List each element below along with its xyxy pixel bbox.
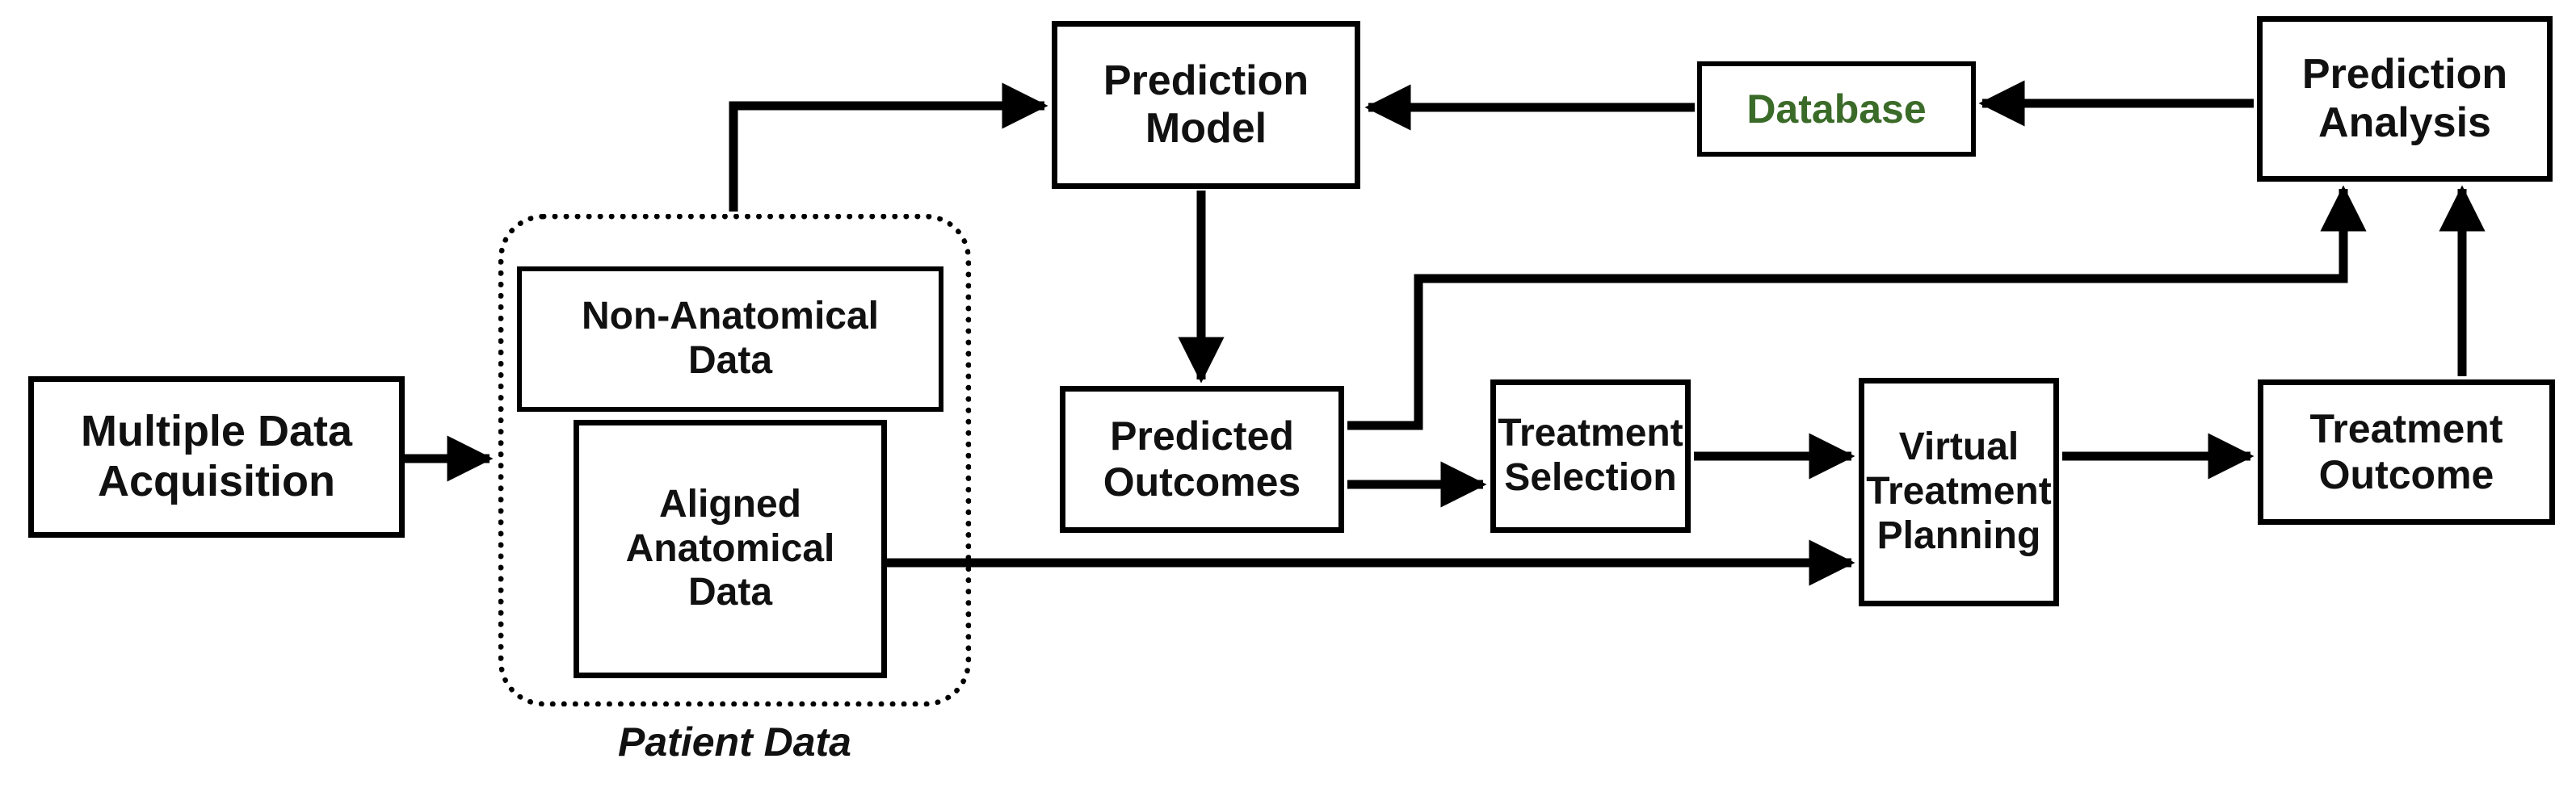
node-treatment-outcome-label: Treatment Outcome [2309,406,2503,497]
node-predicted-outcomes-label: Predicted Outcomes [1103,413,1301,505]
node-multiple-data-acquisition[interactable]: Multiple Data Acquisition [28,376,405,538]
node-virtual-treatment-planning[interactable]: Virtual Treatment Planning [1859,378,2059,606]
node-treatment-selection[interactable]: Treatment Selection [1490,379,1691,533]
node-aligned-anatomical-data[interactable]: Aligned Anatomical Data [574,420,887,678]
edge-predicted-outcomes-to-prediction-analysis [1347,185,2367,430]
edge-patient-data-to-prediction-model [729,82,1048,212]
node-virtual-treatment-planning-label: Virtual Treatment Planning [1866,425,2052,557]
node-non-anatomical-data-label: Non-Anatomical Data [581,295,879,382]
node-prediction-analysis-label: Prediction Analysis [2301,51,2508,146]
node-database[interactable]: Database [1697,61,1976,157]
node-prediction-model-label: Prediction Model [1103,57,1309,152]
node-aligned-anatomical-data-label: Aligned Anatomical Data [625,482,835,614]
node-predicted-outcomes[interactable]: Predicted Outcomes [1060,386,1344,533]
node-treatment-outcome[interactable]: Treatment Outcome [2258,379,2555,525]
patient-data-group-caption: Patient Data [618,719,851,765]
node-non-anatomical-data[interactable]: Non-Anatomical Data [517,266,943,412]
node-multiple-data-acquisition-label: Multiple Data Acquisition [80,407,353,505]
node-prediction-model[interactable]: Prediction Model [1052,21,1360,189]
node-treatment-selection-label: Treatment Selection [1498,412,1683,499]
node-database-label: Database [1746,86,1927,132]
node-prediction-analysis[interactable]: Prediction Analysis [2257,16,2553,182]
patient-data-group[interactable] [498,214,971,706]
